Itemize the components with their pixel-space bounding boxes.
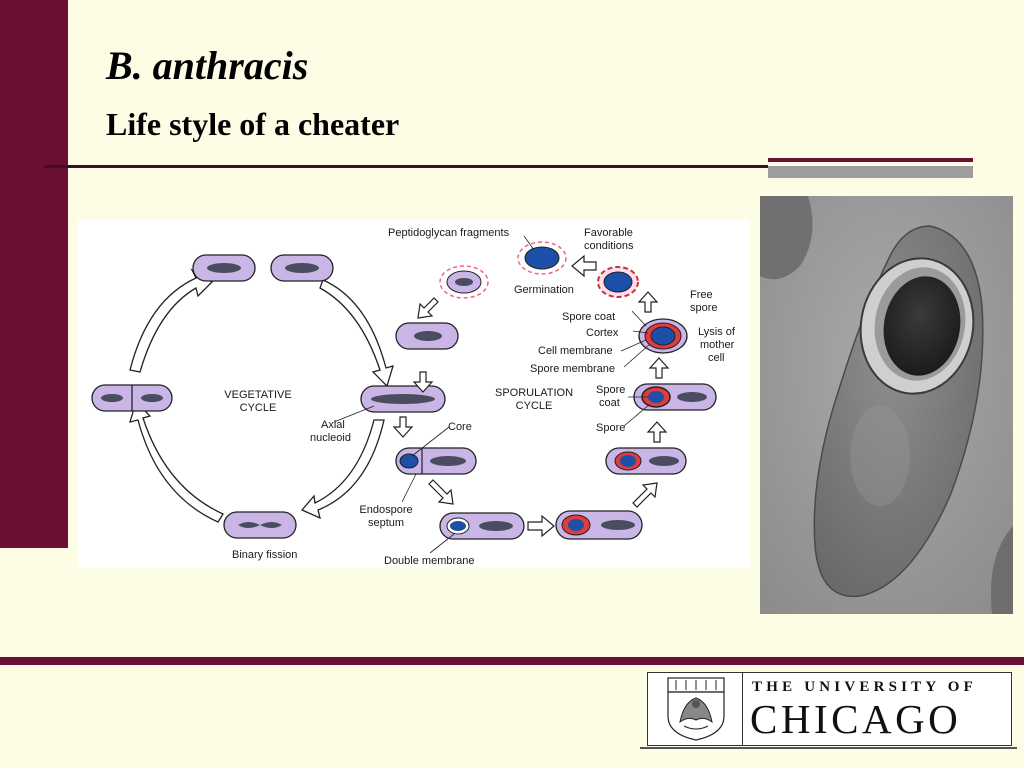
small-arrows	[392, 254, 670, 538]
label-vegetative-1: VEGETATIVE	[224, 389, 291, 401]
life-cycle-svg: Peptidoglycan fragments Favorable condit…	[91, 227, 736, 567]
label-favorable-2: conditions	[584, 240, 634, 252]
label-double-membrane: Double membrane	[384, 555, 475, 567]
label-vegetative-2: CYCLE	[240, 402, 277, 414]
label-lysis-2: mother	[700, 339, 735, 351]
label-endospore-1: Endospore	[359, 504, 412, 516]
label-spore-coat: Spore coat	[562, 311, 615, 323]
label-peptidoglycan: Peptidoglycan fragments	[388, 227, 510, 239]
label-free-1: Free	[690, 289, 713, 301]
university-logo: THE UNIVERSITY OF CHICAGO	[647, 672, 1012, 746]
diagram-labels: Peptidoglycan fragments Favorable condit…	[224, 227, 736, 567]
nucleoid-icon	[285, 263, 319, 273]
label-endospore-2: septum	[368, 517, 404, 529]
label-axial-2: nucleoid	[310, 432, 351, 444]
logo-text-chicago: CHICAGO	[750, 696, 962, 742]
label-spore-coat-2b: coat	[599, 397, 620, 409]
logo-text-university-of: THE UNIVERSITY OF	[752, 679, 978, 695]
label-free-2: spore	[690, 302, 718, 314]
leader-lines	[333, 235, 651, 554]
title-accent-bar	[768, 158, 973, 178]
logo-underline	[640, 747, 1017, 749]
sporulation-cells	[395, 241, 717, 540]
label-favorable-1: Favorable	[584, 227, 633, 239]
label-cortex: Cortex	[586, 327, 619, 339]
slide-subtitle: Life style of a cheater	[106, 106, 400, 142]
left-accent-bar	[0, 0, 68, 548]
life-cycle-diagram: Peptidoglycan fragments Favorable condit…	[78, 220, 750, 568]
label-spore-membrane: Spore membrane	[530, 363, 615, 375]
footer-divider-line	[0, 657, 1024, 665]
label-binary-fission: Binary fission	[232, 549, 297, 561]
label-germination: Germination	[514, 284, 574, 296]
label-spore-coat-2a: Spore	[596, 384, 625, 396]
electron-micrograph-image	[760, 196, 1013, 614]
label-spore: Spore	[596, 422, 625, 434]
phoenix-crest-icon	[667, 677, 725, 741]
label-lysis-1: Lysis of	[698, 326, 736, 338]
label-core: Core	[448, 421, 472, 433]
logo-divider	[742, 673, 743, 745]
label-axial-1: Axial	[321, 419, 345, 431]
label-cell-membrane: Cell membrane	[538, 345, 613, 357]
label-sporulation-1: SPORULATION	[495, 387, 573, 399]
label-sporulation-2: CYCLE	[516, 400, 553, 412]
title-divider-line	[44, 165, 774, 168]
vegetative-cells	[91, 254, 459, 539]
label-lysis-3: cell	[708, 352, 725, 364]
nucleoid-icon	[207, 263, 241, 273]
slide-title: B. anthracis	[106, 43, 309, 88]
